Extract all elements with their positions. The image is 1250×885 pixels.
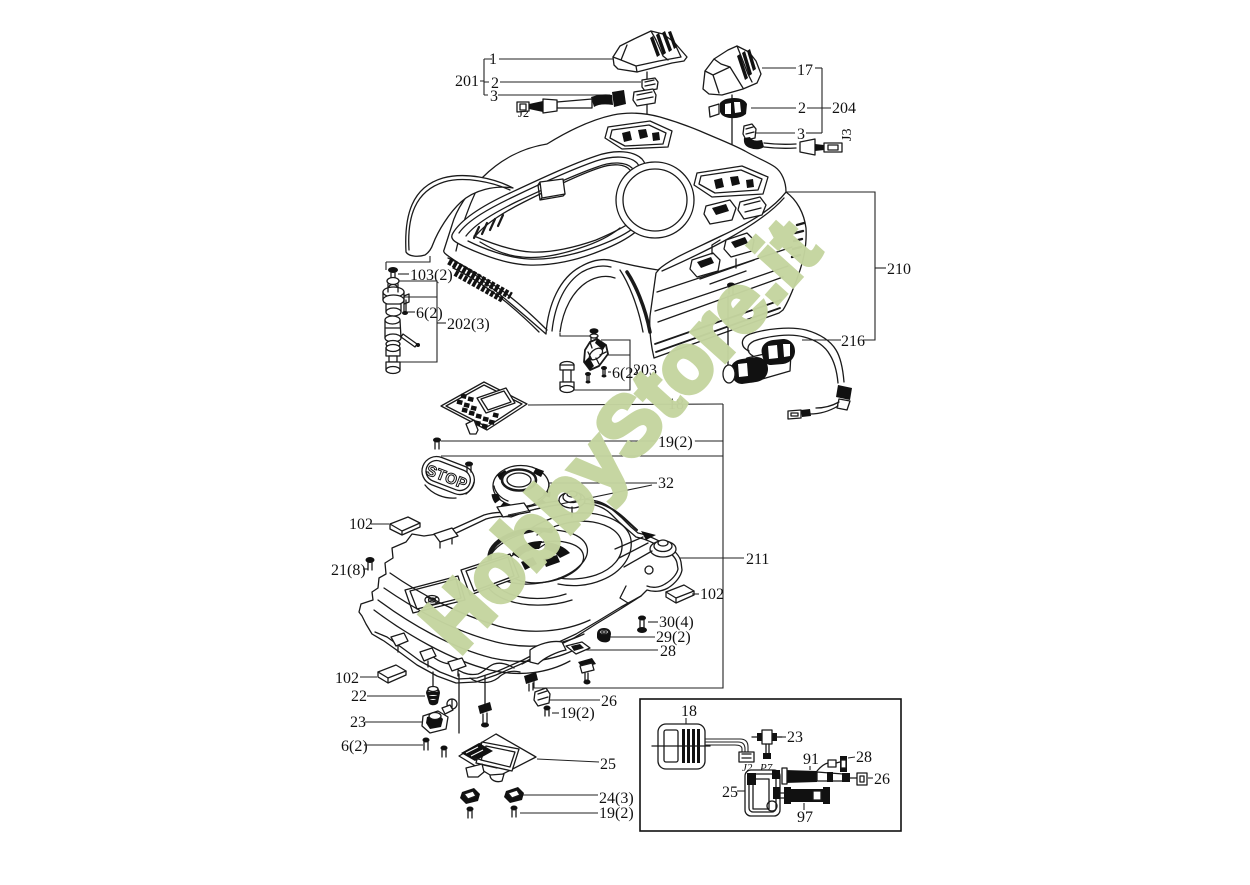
svg-text:203: 203	[633, 362, 657, 379]
svg-text:19(2): 19(2)	[658, 434, 693, 451]
svg-text:28: 28	[660, 643, 676, 660]
svg-text:26: 26	[601, 693, 617, 710]
svg-text:102: 102	[335, 670, 359, 687]
svg-text:23: 23	[350, 714, 366, 731]
svg-text:25: 25	[722, 784, 738, 801]
svg-text:23: 23	[787, 729, 803, 746]
svg-text:102: 102	[700, 586, 724, 603]
svg-text:210: 210	[887, 261, 911, 278]
svg-text:102: 102	[349, 516, 373, 533]
svg-text:216: 216	[841, 333, 865, 350]
svg-text:29(2): 29(2)	[656, 629, 691, 646]
svg-text:201: 201	[455, 73, 479, 90]
svg-text:91: 91	[803, 751, 819, 768]
svg-text:32: 32	[658, 475, 674, 492]
svg-text:26: 26	[874, 771, 890, 788]
svg-text:28: 28	[856, 749, 872, 766]
svg-text:6(2): 6(2)	[416, 305, 443, 322]
svg-text:2: 2	[798, 100, 806, 117]
svg-text:19(2): 19(2)	[658, 434, 693, 451]
svg-text:19(2): 19(2)	[560, 705, 595, 722]
svg-text:25: 25	[600, 756, 616, 773]
svg-text:103(2): 103(2)	[410, 267, 453, 284]
svg-text:18: 18	[668, 396, 684, 413]
svg-text:22: 22	[351, 688, 367, 705]
svg-text:202(3): 202(3)	[447, 316, 490, 333]
svg-text:17: 17	[797, 62, 813, 79]
svg-text:6(2): 6(2)	[612, 365, 639, 382]
svg-text:J3: J3	[840, 129, 855, 141]
svg-text:97: 97	[797, 809, 813, 826]
svg-text:204: 204	[832, 100, 856, 117]
svg-text:J2: J2	[742, 762, 753, 774]
svg-text:24(3): 24(3)	[599, 790, 634, 807]
svg-text:3: 3	[797, 126, 805, 143]
svg-text:J2: J2	[518, 106, 529, 120]
svg-text:30(4): 30(4)	[659, 614, 694, 631]
svg-text:211: 211	[746, 551, 769, 568]
svg-text:21(8): 21(8)	[331, 562, 366, 579]
svg-text:19(2): 19(2)	[599, 805, 634, 822]
svg-text:6(2): 6(2)	[341, 738, 368, 755]
svg-text:3: 3	[490, 88, 498, 105]
svg-text:18: 18	[681, 703, 697, 720]
svg-text:1: 1	[489, 51, 497, 68]
svg-text:2: 2	[491, 75, 499, 92]
